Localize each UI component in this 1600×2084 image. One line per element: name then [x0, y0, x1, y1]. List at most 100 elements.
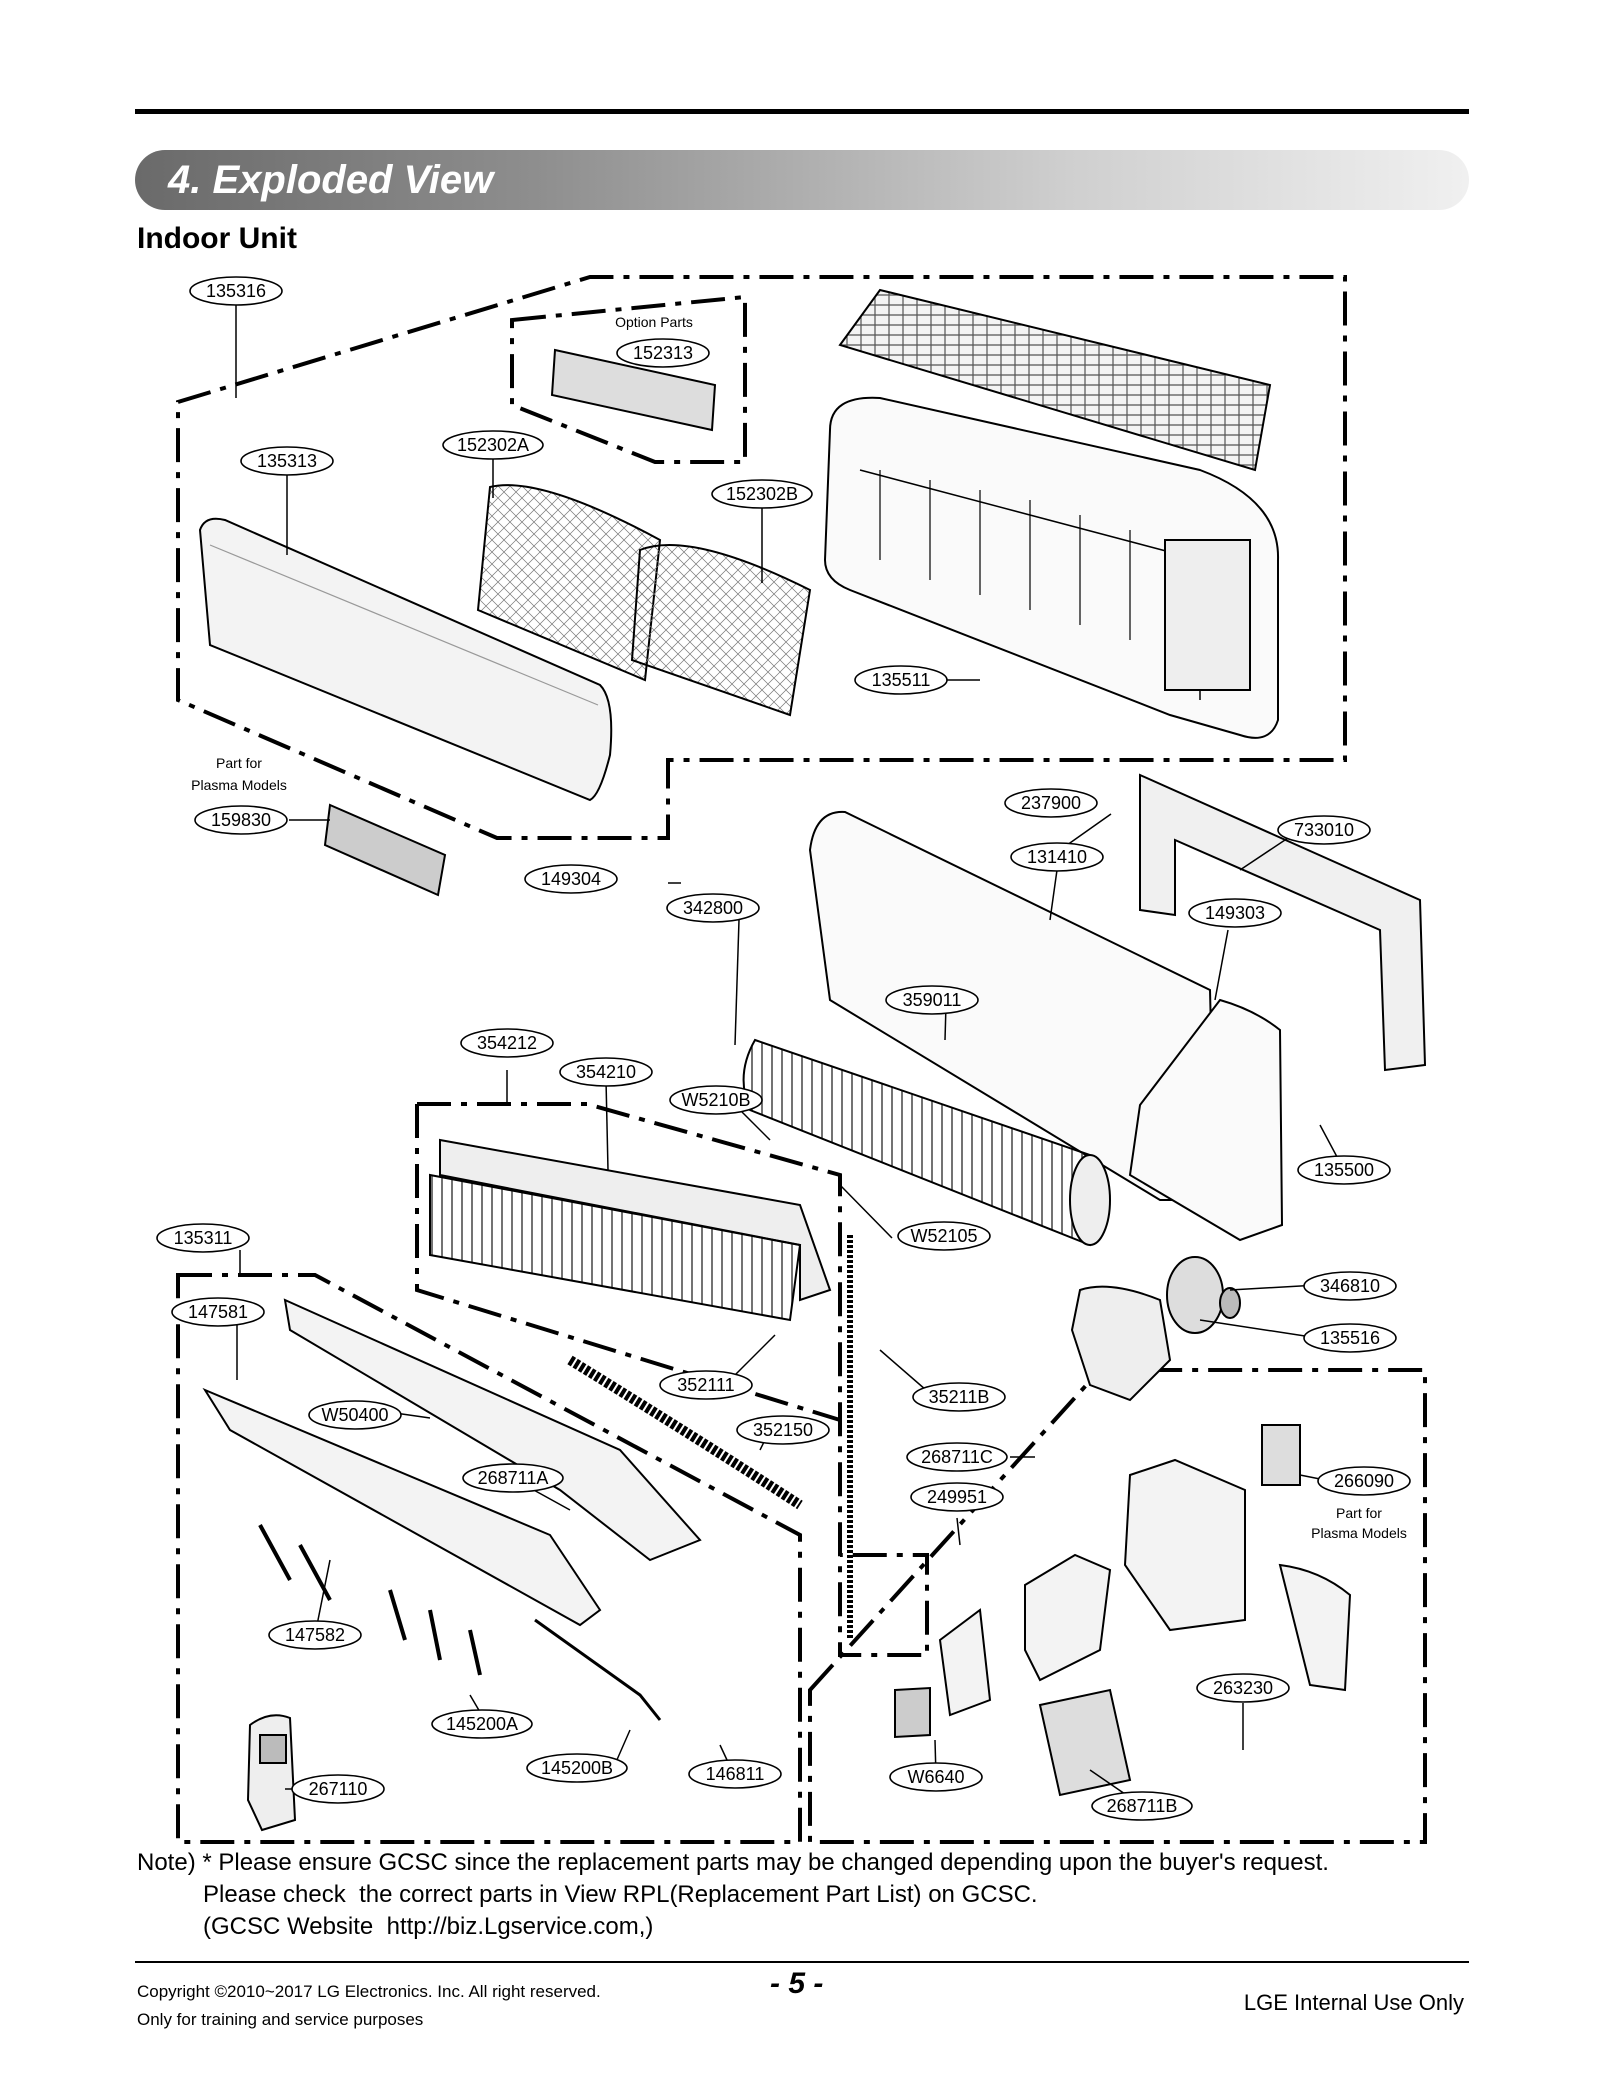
callout-label: W5210B — [681, 1090, 750, 1110]
callout-352150: 352150 — [736, 1415, 830, 1445]
callout-266090: 266090 — [1317, 1466, 1411, 1496]
callout-267110: 267110 — [291, 1774, 385, 1804]
note-line-1: Note) * Please ensure GCSC since the rep… — [137, 1849, 1329, 1876]
callout-oval — [912, 1382, 1006, 1412]
callout-label: 267110 — [309, 1779, 368, 1799]
motor-drawing — [1070, 1256, 1241, 1402]
callout-label: 135316 — [206, 281, 266, 301]
callout-oval — [462, 1463, 564, 1493]
plasma-left-caption-1: Part for — [216, 755, 262, 771]
callout-label: 263230 — [1213, 1678, 1273, 1698]
callout-label: 359011 — [903, 990, 962, 1010]
callout-label: 135311 — [174, 1228, 233, 1248]
callout-354212: 354212 — [460, 1028, 554, 1058]
callout-159830: 159830 — [194, 805, 288, 835]
callout-oval — [1196, 1673, 1290, 1703]
callout-135500: 135500 — [1297, 1155, 1391, 1185]
option-parts-caption: Option Parts — [615, 314, 693, 330]
callout-label: 135313 — [257, 451, 317, 471]
callout-oval — [460, 1028, 554, 1058]
callout-268711B: 268711B — [1091, 1791, 1193, 1821]
front-panel-drawing — [198, 517, 613, 802]
callout-152302B: 152302B — [711, 479, 813, 509]
callout-oval — [268, 1620, 362, 1650]
callout-label: 237900 — [1021, 793, 1081, 813]
callout-354210: 354210 — [559, 1057, 653, 1087]
callout-oval — [906, 1442, 1008, 1472]
callout-label: W6640 — [907, 1767, 964, 1787]
callout-oval — [1004, 788, 1098, 818]
note-line-2: Please check the correct parts in View R… — [203, 1881, 1038, 1908]
group-boundary-option — [510, 294, 747, 464]
crossflow-fan-drawing — [742, 1038, 1111, 1247]
callout-135313: 135313 — [240, 446, 334, 476]
section-title: 4. Exploded View — [168, 158, 494, 202]
callout-label: 135511 — [872, 670, 931, 690]
callout-oval — [1303, 1323, 1397, 1353]
front-grille-drawing — [838, 288, 1272, 472]
page-number: - 5 - — [770, 1967, 824, 2000]
callout-145200B: 145200B — [526, 1753, 628, 1783]
callout-oval — [669, 1085, 763, 1115]
air-filters-drawing — [476, 484, 812, 717]
callout-249951: 249951 — [910, 1482, 1004, 1512]
callout-label: 152302B — [726, 484, 798, 504]
callout-W50400: W50400 — [308, 1400, 402, 1430]
part-callouts: 135316152313135313152302A152302B13551123… — [156, 276, 1411, 1821]
callout-label: 346810 — [1320, 1276, 1380, 1296]
callout-oval — [666, 893, 760, 923]
callout-oval — [194, 805, 288, 835]
callout-135516: 135516 — [1303, 1323, 1397, 1353]
callout-label: 149303 — [1205, 903, 1265, 923]
bottom-rule — [135, 1961, 1469, 1963]
callout-label: 147582 — [285, 1625, 345, 1645]
installation-plate-drawing — [1139, 773, 1427, 1072]
callout-label: 135500 — [1314, 1160, 1374, 1180]
callout-oval — [1188, 898, 1282, 928]
callout-359011: 359011 — [885, 985, 979, 1015]
callout-label: 147581 — [188, 1302, 248, 1322]
callout-oval — [889, 1762, 983, 1792]
remote-control-drawing — [246, 1714, 297, 1832]
callout-oval — [156, 1223, 250, 1253]
callout-oval — [291, 1774, 385, 1804]
callout-label: 131410 — [1027, 847, 1087, 867]
callout-oval — [616, 338, 710, 368]
callout-oval — [189, 276, 283, 306]
callout-oval — [442, 430, 544, 460]
callout-149303: 149303 — [1188, 898, 1282, 928]
base-frame-drawing — [808, 810, 1284, 1242]
callout-oval — [308, 1400, 402, 1430]
plasma-right-caption-1: Part for — [1336, 1505, 1382, 1521]
callout-label: 152313 — [633, 343, 693, 363]
callout-label: 352111 — [677, 1375, 734, 1395]
callout-label: 266090 — [1334, 1471, 1394, 1491]
callout-oval — [659, 1370, 753, 1400]
callout-label: 146811 — [706, 1764, 765, 1784]
callout-label: 733010 — [1294, 820, 1354, 840]
callout-342800: 342800 — [666, 893, 760, 923]
callout-oval — [1303, 1271, 1397, 1301]
callout-label: 352150 — [753, 1420, 813, 1440]
callout-oval — [711, 479, 813, 509]
callout-oval — [431, 1709, 533, 1739]
callout-label: 35211B — [929, 1387, 990, 1407]
callout-oval — [736, 1415, 830, 1445]
callout-oval — [854, 665, 948, 695]
callout-label: 145200A — [446, 1714, 518, 1734]
group-boundary-front — [176, 275, 1347, 840]
option-part-drawing — [550, 348, 717, 432]
callout-oval — [1010, 842, 1104, 872]
callout-346810: 346810 — [1303, 1271, 1397, 1301]
top-rule — [135, 109, 1469, 114]
callout-149304: 149304 — [524, 864, 618, 894]
callout-oval — [688, 1759, 782, 1789]
callout-oval — [171, 1297, 265, 1327]
callout-oval — [1091, 1791, 1193, 1821]
callout-237900: 237900 — [1004, 788, 1098, 818]
callout-label: 354210 — [576, 1062, 636, 1082]
callout-oval — [1277, 815, 1371, 845]
callout-W6640: W6640 — [889, 1762, 983, 1792]
callout-268711C: 268711C — [906, 1442, 1008, 1472]
